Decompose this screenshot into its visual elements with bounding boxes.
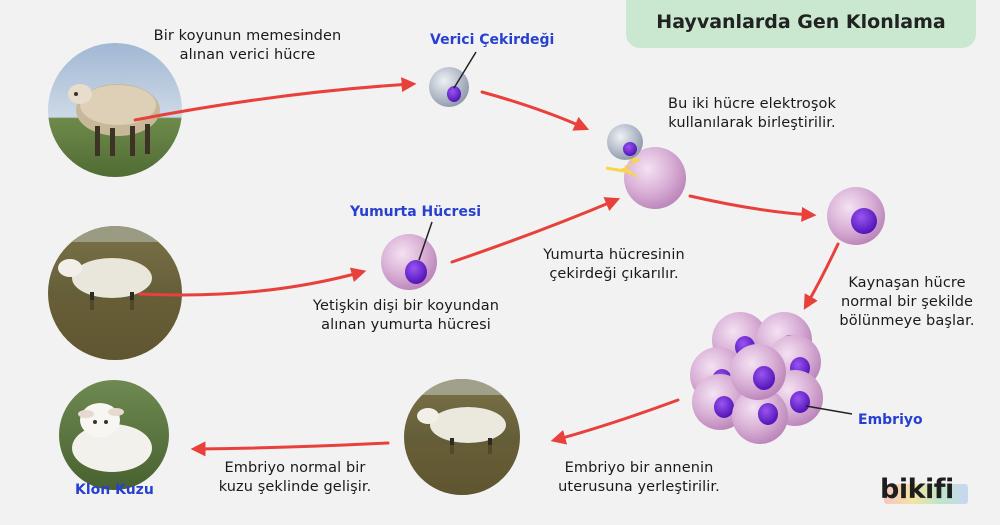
- egg-cell-label: Yumurta Hücresi: [350, 204, 482, 220]
- arrow-nucleus-to-fusion: [480, 90, 590, 131]
- process-arrows: [133, 77, 840, 457]
- division-label: Kaynaşan hücre normal bir şekilde bölünm…: [839, 275, 975, 329]
- arrow-mother-to-lamb: [190, 441, 390, 457]
- egg-cell: [381, 221, 437, 290]
- logo-highlight: [884, 484, 968, 504]
- arrow-fusion-to-fused: [688, 194, 817, 222]
- lamb-growth-label: Embriyo normal bir kuzu şeklinde gelişir…: [218, 460, 372, 495]
- fusion-cells: [605, 124, 686, 209]
- brand-logo: bikifi: [880, 474, 954, 505]
- surrogate-mother-photo: [404, 379, 520, 495]
- page-title: Hayvanlarda Gen Klonlama: [656, 11, 946, 33]
- implant-label: Embriyo bir annenin uterusuna yerleştiri…: [558, 460, 720, 495]
- arrow-egg-sheep-to-egg: [138, 267, 367, 297]
- embryo-label: Embriyo: [858, 412, 923, 428]
- arrow-fused-to-embryo: [803, 242, 840, 310]
- arrow-donor-to-nucleus: [133, 77, 417, 122]
- fused-cell: [827, 187, 885, 245]
- embryo-cluster: [690, 312, 853, 444]
- arrow-embryo-to-mother: [550, 398, 680, 445]
- egg-source-label: Yetişkin dişi bir koyundan alınan yumurt…: [312, 298, 500, 333]
- clone-lamb-label: Klon Kuzu: [75, 482, 154, 498]
- donor-sheep-photo: [48, 43, 182, 177]
- clone-lamb-photo: [59, 380, 169, 490]
- electroshock-spark-icon: [605, 152, 642, 178]
- egg-source-sheep-photo: [48, 226, 182, 360]
- donor-nucleus-cell: [429, 51, 477, 107]
- donor-nucleus-label: Verici Çekirdeği: [430, 32, 555, 48]
- arrow-egg-to-fusion: [450, 197, 621, 264]
- egg-enucleated-label: Yumurta hücresinin çekirdeği çıkarılır.: [543, 247, 685, 282]
- donor-cell-label: Bir koyunun memesinden alınan verici hüc…: [153, 28, 342, 63]
- fusion-label: Bu iki hücre elektroşok kullanılarak bir…: [668, 96, 836, 131]
- title-box: Hayvanlarda Gen Klonlama: [626, 0, 976, 48]
